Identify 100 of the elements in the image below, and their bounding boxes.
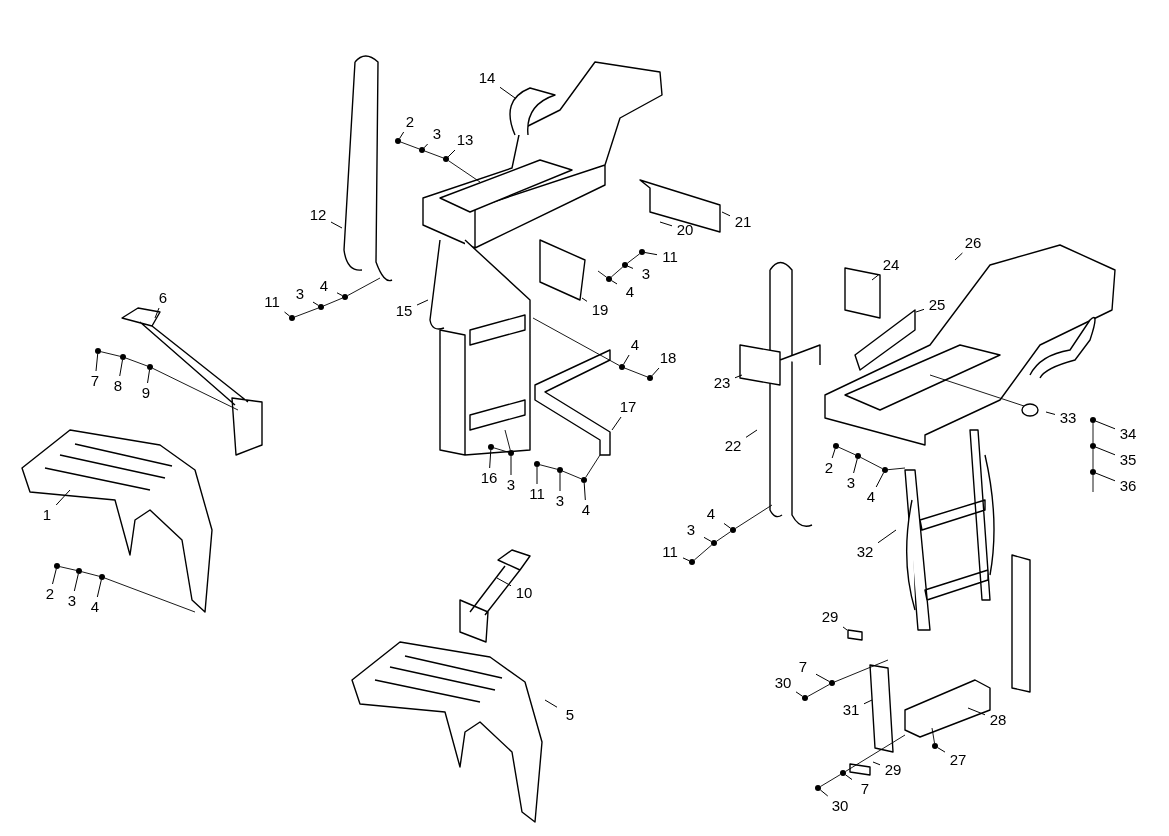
assembly-line: [693, 544, 713, 561]
fastener-icon: [289, 315, 295, 321]
fastener-icon: [802, 695, 808, 701]
leader-line: [399, 131, 405, 139]
leader-line: [536, 466, 538, 485]
fastener-icon: [120, 354, 126, 360]
callout-number: 7: [83, 372, 107, 390]
assembly-line: [562, 470, 582, 480]
assembly-line: [610, 266, 624, 278]
callout-number: 12: [306, 206, 330, 224]
fastener-icon: [606, 276, 612, 282]
leader-line: [863, 699, 873, 705]
callout-number: 3: [60, 592, 84, 610]
callout-number: 16: [477, 469, 501, 487]
leader-line: [877, 529, 897, 544]
leader-line: [52, 568, 57, 585]
callout-number: 14: [475, 69, 499, 87]
callout-number: 3: [499, 476, 523, 494]
assembly-line: [626, 253, 641, 264]
assembly-line: [100, 351, 121, 357]
leader-line: [559, 472, 561, 492]
callout-number: 13: [453, 131, 477, 149]
fastener-icon: [342, 294, 348, 300]
assembly-line: [448, 160, 481, 183]
callout-number: 22: [721, 437, 745, 455]
fastener-icon: [711, 540, 717, 546]
assembly-line: [834, 659, 889, 683]
callout-number: 23: [710, 374, 734, 392]
callout-number: 3: [425, 125, 449, 143]
callout-number: 17: [616, 398, 640, 416]
assembly-line: [493, 447, 509, 453]
assembly-line: [347, 277, 381, 296]
leader-line: [73, 573, 79, 592]
leader-line: [872, 761, 881, 766]
callout-number: 7: [853, 780, 877, 798]
leader-line: [416, 299, 429, 306]
leader-line: [496, 577, 512, 587]
leader-line: [423, 143, 429, 149]
assembly-line: [400, 141, 420, 150]
leader-line: [967, 707, 986, 716]
leader-line: [489, 449, 492, 469]
fastener-icon: [95, 348, 101, 354]
callout-number: 6: [151, 289, 175, 307]
callout-number: 3: [679, 521, 703, 539]
fastener-icon: [840, 770, 846, 776]
callout-number: 25: [925, 296, 949, 314]
leader-line: [723, 522, 732, 529]
leader-line: [544, 699, 558, 708]
leader-line: [1095, 420, 1116, 430]
assembly-line: [59, 566, 77, 571]
assembly-line: [294, 307, 319, 318]
leader-line: [1095, 472, 1116, 482]
leader-line: [1045, 411, 1056, 415]
callout-number: 9: [134, 384, 158, 402]
callout-number: 11: [658, 248, 682, 266]
callout-number: 26: [961, 234, 985, 252]
callout-number: 30: [828, 797, 852, 815]
leader-line: [581, 297, 588, 302]
assembly-line: [424, 150, 444, 159]
callout-number: 4: [618, 283, 642, 301]
leader-line: [583, 482, 586, 501]
leader-line: [842, 626, 848, 631]
callout-number: 32: [853, 543, 877, 561]
callout-number: 11: [260, 293, 284, 311]
fastener-icon: [395, 138, 401, 144]
assembly-line: [845, 734, 906, 772]
leader-line: [644, 252, 658, 256]
callout-number: 4: [699, 505, 723, 523]
leader-line: [336, 292, 343, 297]
assembly-line: [860, 456, 883, 470]
callout-number: 36: [1116, 477, 1140, 495]
leader-line: [147, 369, 151, 384]
assembly-line: [597, 270, 608, 278]
callout-number: 33: [1056, 409, 1080, 427]
leader-line: [312, 301, 319, 306]
leader-line: [682, 557, 690, 562]
assembly-line: [152, 367, 239, 411]
fastener-icon: [318, 304, 324, 310]
leader-line: [55, 489, 71, 506]
callout-number: 24: [879, 256, 903, 274]
fastener-icon: [1090, 469, 1096, 475]
assembly-line: [1092, 474, 1094, 493]
callout-number: 3: [548, 492, 572, 510]
leader-line: [915, 308, 925, 313]
assembly-line: [716, 531, 731, 542]
callout-number: 5: [558, 706, 582, 724]
callout-number: 29: [818, 608, 842, 626]
leader-line: [734, 374, 743, 379]
callout-number: 7: [791, 658, 815, 676]
callout-number: 31: [839, 701, 863, 719]
callout-number: 8: [106, 377, 130, 395]
callout-number: 15: [392, 302, 416, 320]
leader-line: [703, 536, 712, 542]
fastener-icon: [622, 262, 628, 268]
callout-number: 3: [634, 265, 658, 283]
leader-line: [871, 274, 879, 281]
assembly-line: [532, 317, 620, 366]
leader-line: [651, 367, 660, 377]
leader-line: [119, 359, 123, 377]
leader-line: [499, 86, 516, 99]
